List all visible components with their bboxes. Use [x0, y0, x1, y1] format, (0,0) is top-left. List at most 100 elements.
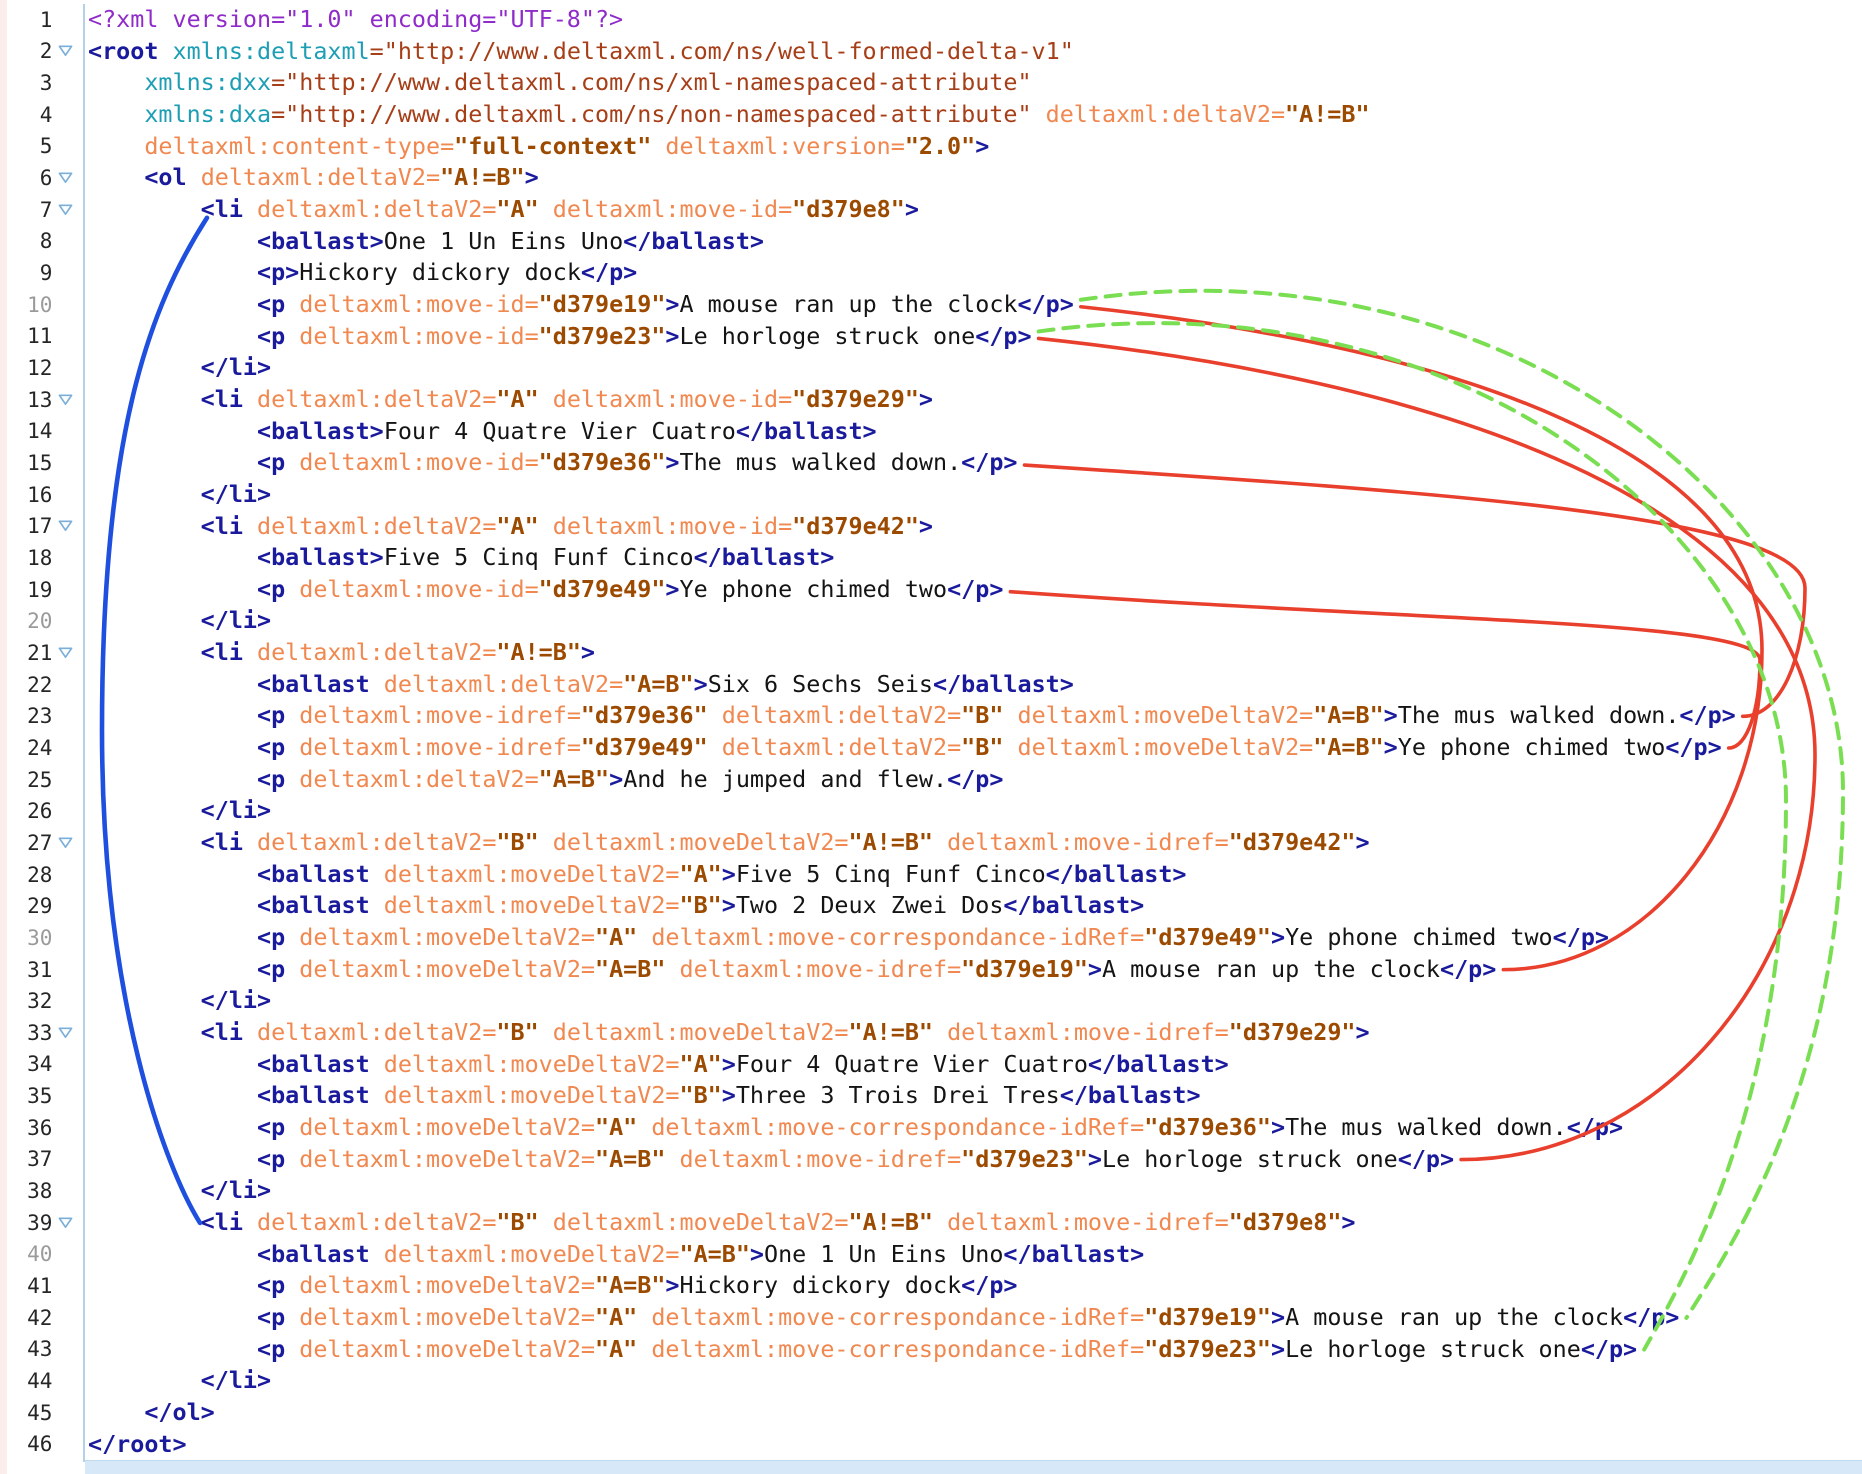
- fold-toggle-icon[interactable]: [58, 1026, 83, 1040]
- code-line-4[interactable]: xmlns:dxa="http://www.deltaxml.com/ns/no…: [88, 99, 1736, 131]
- fold-gutter-spacer: [58, 994, 83, 1008]
- code-area[interactable]: <?xml version="1.0" encoding="UTF-8"?><r…: [88, 4, 1736, 1460]
- code-line-20[interactable]: </li>: [88, 605, 1736, 637]
- fold-toggle-icon[interactable]: [58, 1216, 83, 1230]
- code-line-37[interactable]: <p deltaxml:moveDeltaV2="A=B" deltaxml:m…: [88, 1144, 1736, 1176]
- code-line-38[interactable]: </li>: [88, 1175, 1736, 1207]
- gutter-row: 3: [7, 67, 83, 99]
- token-txt: [285, 1113, 299, 1141]
- code-line-43[interactable]: <p deltaxml:moveDeltaV2="A" deltaxml:mov…: [88, 1334, 1736, 1366]
- code-line-content: <li deltaxml:deltaV2="B" deltaxml:moveDe…: [88, 1017, 1370, 1049]
- token-txt: [243, 195, 257, 223]
- code-line-21[interactable]: <li deltaxml:deltaV2="A!=B">: [88, 637, 1736, 669]
- gutter-row: 2: [7, 36, 83, 68]
- code-line-26[interactable]: </li>: [88, 795, 1736, 827]
- code-line-40[interactable]: <ballast deltaxml:moveDeltaV2="A=B">One …: [88, 1239, 1736, 1271]
- code-line-33[interactable]: <li deltaxml:deltaV2="B" deltaxml:moveDe…: [88, 1017, 1736, 1049]
- code-line-17[interactable]: <li deltaxml:deltaV2="A" deltaxml:move-i…: [88, 511, 1736, 543]
- fold-gutter-spacer: [58, 804, 83, 818]
- code-line-6[interactable]: <ol deltaxml:deltaV2="A!=B">: [88, 162, 1736, 194]
- token-val: "A=B": [538, 764, 610, 793]
- code-line-22[interactable]: <ballast deltaxml:deltaV2="A=B">Six 6 Se…: [88, 669, 1736, 701]
- code-line-34[interactable]: <ballast deltaxml:moveDeltaV2="A">Four 4…: [88, 1049, 1736, 1081]
- code-line-25[interactable]: <p deltaxml:deltaV2="A=B">And he jumped …: [88, 764, 1736, 796]
- code-line-5[interactable]: deltaxml:content-type="full-context" del…: [88, 131, 1736, 163]
- code-line-46[interactable]: </root>: [88, 1429, 1736, 1461]
- code-line-content: <ballast deltaxml:moveDeltaV2="A=B">One …: [88, 1239, 1144, 1271]
- token-tag: <li: [200, 194, 243, 223]
- code-line-36[interactable]: <p deltaxml:moveDeltaV2="A" deltaxml:mov…: [88, 1112, 1736, 1144]
- token-txt: Ye phone chimed two: [1397, 733, 1666, 762]
- token-tag: </li>: [200, 1176, 272, 1205]
- code-line-41[interactable]: <p deltaxml:moveDeltaV2="A=B">Hickory di…: [88, 1270, 1736, 1302]
- code-line-3[interactable]: xmlns:dxx="http://www.deltaxml.com/ns/xm…: [88, 67, 1736, 99]
- code-line-28[interactable]: <ballast deltaxml:moveDeltaV2="A">Five 5…: [88, 859, 1736, 891]
- token-tag: </li>: [200, 479, 272, 508]
- fold-toggle-icon[interactable]: [58, 519, 83, 533]
- token-tag: >: [721, 1049, 736, 1078]
- fold-gutter-spacer: [58, 1247, 83, 1261]
- token-tag: <p: [257, 923, 286, 952]
- code-line-13[interactable]: <li deltaxml:deltaV2="A" deltaxml:move-i…: [88, 384, 1736, 416]
- token-tag: >: [721, 891, 736, 920]
- code-line-19[interactable]: <p deltaxml:move-id="d379e49">Ye phone c…: [88, 574, 1736, 606]
- code-line-9[interactable]: <p>Hickory dickory dock</p>: [88, 257, 1736, 289]
- code-line-15[interactable]: <p deltaxml:move-id="d379e36">The mus wa…: [88, 447, 1736, 479]
- token-attr: deltaxml:deltaV2=: [257, 384, 497, 413]
- code-line-42[interactable]: <p deltaxml:moveDeltaV2="A" deltaxml:mov…: [88, 1302, 1736, 1334]
- code-line-18[interactable]: <ballast>Five 5 Cinq Funf Cinco</ballast…: [88, 542, 1736, 574]
- code-line-10[interactable]: <p deltaxml:move-id="d379e19">A mouse ra…: [88, 289, 1736, 321]
- horizontal-scrollbar-track[interactable]: [85, 1460, 1862, 1474]
- code-line-32[interactable]: </li>: [88, 985, 1736, 1017]
- fold-toggle-icon[interactable]: [58, 393, 83, 407]
- code-line-29[interactable]: <ballast deltaxml:moveDeltaV2="B">Two 2 …: [88, 890, 1736, 922]
- code-line-12[interactable]: </li>: [88, 352, 1736, 384]
- code-line-1[interactable]: <?xml version="1.0" encoding="UTF-8"?>: [88, 4, 1736, 36]
- code-line-content: <p deltaxml:moveDeltaV2="A" deltaxml:mov…: [88, 1112, 1623, 1144]
- fold-toggle-icon[interactable]: [58, 203, 83, 217]
- code-line-27[interactable]: <li deltaxml:deltaV2="B" deltaxml:moveDe…: [88, 827, 1736, 859]
- token-txt: [88, 100, 144, 128]
- fold-gutter-spacer: [58, 456, 83, 470]
- token-attr: deltaxml:deltaV2=: [257, 828, 497, 857]
- token-txt: Le horloge struck one: [679, 321, 976, 350]
- token-attr: deltaxml:deltaV2=: [257, 1207, 497, 1236]
- code-line-31[interactable]: <p deltaxml:moveDeltaV2="A=B" deltaxml:m…: [88, 954, 1736, 986]
- code-line-30[interactable]: <p deltaxml:moveDeltaV2="A" deltaxml:mov…: [88, 922, 1736, 954]
- code-line-7[interactable]: <li deltaxml:deltaV2="A" deltaxml:move-i…: [88, 194, 1736, 226]
- token-txt: [88, 575, 257, 603]
- code-line-44[interactable]: </li>: [88, 1365, 1736, 1397]
- code-line-11[interactable]: <p deltaxml:move-id="d379e23">Le horloge…: [88, 321, 1736, 353]
- code-line-39[interactable]: <li deltaxml:deltaV2="B" deltaxml:moveDe…: [88, 1207, 1736, 1239]
- token-tag: <p: [257, 1144, 286, 1173]
- token-txt: [187, 163, 201, 191]
- code-line-16[interactable]: </li>: [88, 479, 1736, 511]
- line-number: 32: [27, 989, 53, 1014]
- token-txt: [88, 353, 201, 381]
- fold-gutter-spacer: [58, 1089, 83, 1103]
- code-line-2[interactable]: <root xmlns:deltaxml="http://www.deltaxm…: [88, 36, 1736, 68]
- fold-toggle-icon[interactable]: [58, 646, 83, 660]
- token-attr: deltaxml:deltaV2=: [299, 764, 539, 793]
- code-line-content: <p deltaxml:move-id="d379e49">Ye phone c…: [88, 574, 1003, 606]
- code-line-24[interactable]: <p deltaxml:move-idref="d379e49" deltaxm…: [88, 732, 1736, 764]
- fold-toggle-icon[interactable]: [58, 44, 83, 58]
- code-line-35[interactable]: <ballast deltaxml:moveDeltaV2="B">Three …: [88, 1080, 1736, 1112]
- token-tag: </ballast>: [1087, 1049, 1229, 1078]
- code-line-45[interactable]: </ol>: [88, 1397, 1736, 1429]
- code-line-14[interactable]: <ballast>Four 4 Quatre Vier Cuatro</ball…: [88, 416, 1736, 448]
- token-txt: [88, 1050, 257, 1078]
- code-line-content: <root xmlns:deltaxml="http://www.deltaxm…: [88, 36, 1074, 68]
- token-attr: deltaxml:moveDeltaV2=: [299, 923, 595, 952]
- token-attr: deltaxml:moveDeltaV2=: [299, 1302, 595, 1331]
- token-txt: The mus walked down.: [1397, 701, 1680, 730]
- code-line-23[interactable]: <p deltaxml:move-idref="d379e36" deltaxm…: [88, 700, 1736, 732]
- token-txt: [370, 670, 384, 698]
- fold-toggle-icon[interactable]: [58, 836, 83, 850]
- token-attr: deltaxml:move-id=: [299, 448, 539, 477]
- line-number: 38: [27, 1179, 53, 1204]
- fold-toggle-icon[interactable]: [58, 171, 83, 185]
- gutter-row: 10: [7, 289, 83, 321]
- code-line-8[interactable]: <ballast>One 1 Un Eins Uno</ballast>: [88, 226, 1736, 258]
